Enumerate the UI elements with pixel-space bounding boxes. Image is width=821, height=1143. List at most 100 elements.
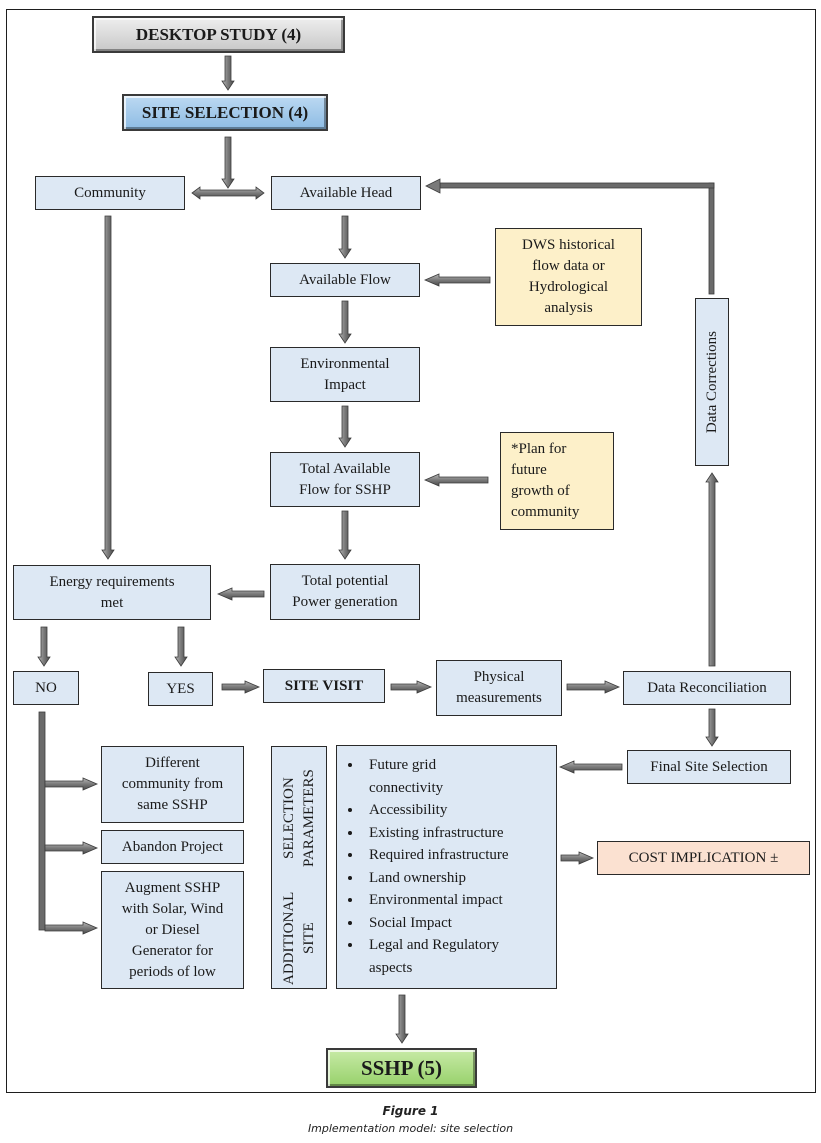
node-augment-sshp: Augment SSHP with Solar, Wind or Diesel … <box>101 871 244 989</box>
arrow-left <box>423 473 489 487</box>
arrow-right <box>44 921 99 935</box>
arrow-head <box>425 178 441 194</box>
aug-line-5: periods of low <box>129 963 216 980</box>
dws-line-3: Hydrological <box>528 279 609 295</box>
node-data-corrections-label: Data Corrections <box>703 330 720 434</box>
node-different-community: Different community from same SSHP <box>101 746 244 823</box>
params-label-line-1: ADDITIONAL SITE <box>281 891 317 986</box>
node-no: NO <box>13 671 79 705</box>
arrow-right <box>44 841 99 855</box>
figure-caption-text: Implementation model: site selection <box>307 1122 514 1135</box>
param-item: Social Impact <box>363 912 552 935</box>
arrow-right <box>566 680 621 694</box>
arrow-left <box>423 273 491 287</box>
arrow-down <box>174 626 188 667</box>
node-plan-future-growth: *Plan for future growth of community <box>500 432 614 530</box>
arrow-down <box>338 510 352 560</box>
node-environmental-impact: Environmental Impact <box>270 347 420 402</box>
plan-line-3: growth of <box>511 483 570 499</box>
arrow-down <box>338 405 352 448</box>
node-desktop-study-label: DESKTOP STUDY (4) <box>135 25 302 44</box>
node-parameters-list: Future grid connectivity Accessibility E… <box>336 745 557 989</box>
taf-line-1: Total Available <box>299 460 391 477</box>
dws-line-1: DWS historical <box>522 237 615 253</box>
node-site-selection: SITE SELECTION (4) <box>122 94 328 131</box>
tpp-line-1: Total potential <box>301 573 389 589</box>
node-sshp-label: SSHP (5) <box>360 1055 443 1080</box>
param-item: Existing infrastructure <box>363 822 552 845</box>
arrow-right <box>390 680 433 694</box>
node-final-site-selection-label: Final Site Selection <box>650 758 768 775</box>
dc-line-1: Different <box>145 755 200 771</box>
node-yes: YES <box>148 672 213 706</box>
arrow-down <box>395 994 409 1044</box>
arrow-down <box>101 215 115 560</box>
node-community: Community <box>35 176 185 210</box>
node-yes-label: YES <box>166 680 195 697</box>
node-abandon-project-label: Abandon Project <box>121 838 224 855</box>
arrow-down <box>338 215 352 259</box>
param-item: Land ownership <box>363 867 552 890</box>
node-community-label: Community <box>74 184 146 201</box>
plan-line-1: *Plan for <box>511 441 567 457</box>
node-desktop-study: DESKTOP STUDY (4) <box>92 16 345 53</box>
node-physical-measurements: Physical measurements <box>436 660 562 716</box>
plan-line-4: community <box>511 504 580 520</box>
param-item: Future grid connectivity <box>363 754 552 799</box>
connector-line <box>708 182 715 295</box>
aug-line-1: Augment SSHP <box>124 879 221 896</box>
param-item: Legal and Regulatory aspects <box>363 934 552 979</box>
taf-line-2: Flow for SSHP <box>299 481 391 498</box>
aug-line-3: or Diesel <box>145 921 200 938</box>
node-available-head: Available Head <box>271 176 421 210</box>
node-cost-implication: COST IMPLICATION ± <box>597 841 810 875</box>
arrow-up <box>705 472 719 667</box>
node-sshp: SSHP (5) <box>326 1048 477 1088</box>
node-available-flow: Available Flow <box>270 263 420 297</box>
node-data-reconciliation: Data Reconciliation <box>623 671 791 705</box>
env-line-2: Impact <box>324 376 366 393</box>
dc-line-2: community from <box>121 776 224 792</box>
arrow-down <box>221 55 235 91</box>
node-additional-params-label: ADDITIONAL SITE SELECTION PARAMETERS <box>271 746 327 989</box>
node-total-available-flow: Total Available Flow for SSHP <box>270 452 420 507</box>
node-final-site-selection: Final Site Selection <box>627 750 791 784</box>
node-data-reconciliation-label: Data Reconciliation <box>647 679 767 696</box>
arrow-right <box>221 680 261 694</box>
env-line-1: Environmental <box>300 355 390 372</box>
arrow-down <box>338 300 352 344</box>
arrow-double <box>191 186 265 200</box>
tpp-line-2: Power generation <box>292 594 398 610</box>
node-available-head-label: Available Head <box>299 184 393 201</box>
pm-line-2: measurements <box>456 690 542 706</box>
arrow-down <box>705 708 719 747</box>
arrow-left <box>558 760 623 774</box>
node-dws-data: DWS historical flow data or Hydrological… <box>495 228 642 326</box>
dws-line-2: flow data or <box>532 258 605 274</box>
arrow-right <box>560 851 595 865</box>
node-cost-implication-label: COST IMPLICATION ± <box>628 849 779 866</box>
param-item: Accessibility <box>363 799 552 822</box>
aug-line-4: Generator for <box>131 942 214 959</box>
energy-line-1: Energy requirements <box>49 573 175 590</box>
dc-line-3: same SSHP <box>137 797 208 813</box>
figure-frame <box>6 9 816 1093</box>
params-label-line-2: SELECTION PARAMETERS <box>281 769 317 867</box>
node-site-visit: SITE VISIT <box>263 669 385 703</box>
node-no-label: NO <box>35 679 57 696</box>
aug-line-2: with Solar, Wind <box>121 900 224 917</box>
connector-line <box>439 182 715 189</box>
figure-caption-title: Figure 1 <box>382 1104 439 1118</box>
node-data-corrections: Data Corrections <box>695 298 729 466</box>
param-item: Required infrastructure <box>363 844 552 867</box>
arrow-right <box>44 777 99 791</box>
node-energy-requirements: Energy requirements met <box>13 565 211 620</box>
param-item: Environmental impact <box>363 889 552 912</box>
arrow-down <box>37 626 51 667</box>
connector-trunk <box>38 711 46 931</box>
node-abandon-project: Abandon Project <box>101 830 244 864</box>
pm-line-1: Physical <box>473 669 525 685</box>
arrow-down <box>221 136 235 189</box>
parameters-list: Future grid connectivity Accessibility E… <box>337 754 552 979</box>
